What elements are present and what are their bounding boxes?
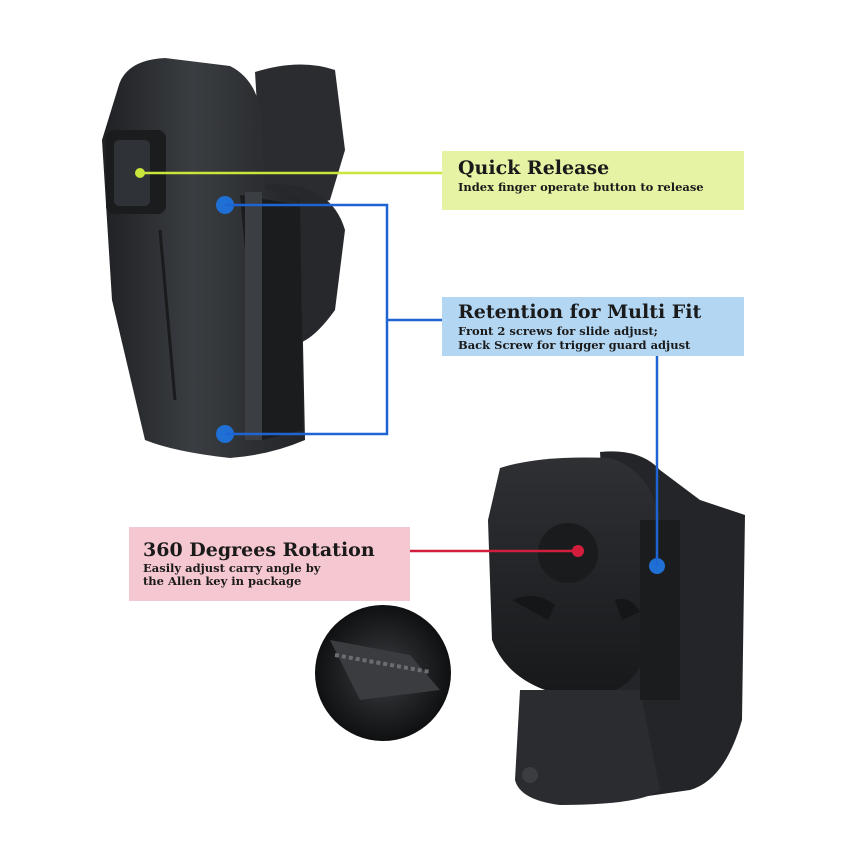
paddle-slot-right (615, 598, 640, 620)
release-button-inner (114, 140, 150, 206)
detail-inset (315, 605, 451, 741)
rotation-description-line2: the Allen key in package (143, 574, 302, 588)
paddle-slot-left (512, 596, 555, 620)
holster-front-view (488, 451, 745, 805)
rotation-title: 360 Degrees Rotation (143, 539, 375, 561)
rotation-callout: 360 Degrees Rotation Easily adjust carry… (129, 527, 410, 601)
holster-rail (245, 192, 262, 440)
retention-description-line1: Front 2 screws for slide adjust; (458, 324, 658, 338)
rotation-description-line1: Easily adjust carry angle by (143, 561, 321, 575)
retention-title: Retention for Multi Fit (458, 301, 702, 323)
detail-teeth (334, 653, 431, 674)
holster-side-view (102, 58, 345, 458)
holster-seam (158, 229, 177, 401)
holster-tension-screw (522, 767, 538, 783)
retention-callout: Retention for Multi Fit Front 2 screws f… (442, 297, 744, 356)
callout-lines (140, 171, 659, 566)
quick-release-callout: Quick Release Index finger operate butto… (442, 151, 744, 210)
holster-trigger-guard (515, 690, 660, 805)
holster-side-rail (640, 520, 680, 700)
detail-gear (330, 640, 440, 700)
quick-release-title: Quick Release (458, 157, 610, 179)
retention-description-line2: Back Screw for trigger guard adjust (458, 338, 691, 352)
quick-release-description: Index finger operate button to release (458, 180, 704, 194)
rotation-dial (538, 523, 598, 583)
